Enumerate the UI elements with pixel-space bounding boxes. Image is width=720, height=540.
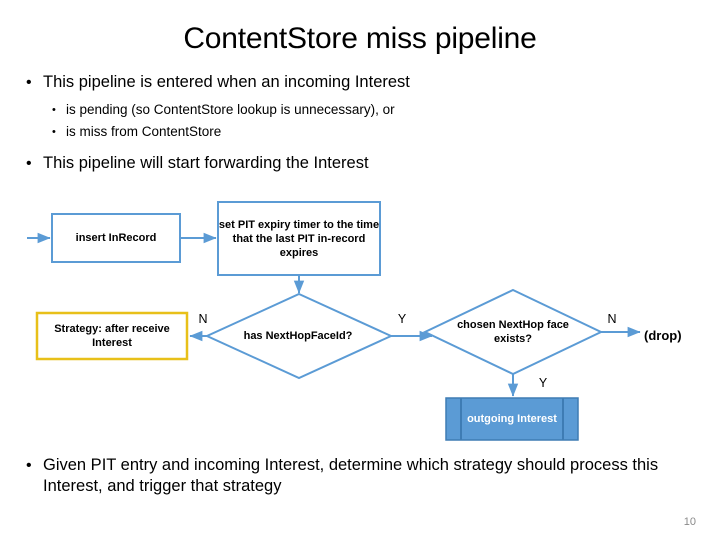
node-label-strategy-after-receive-interest: Strategy: after receive Interest	[54, 323, 170, 349]
edge-label-chosen-nexthop-no: N	[607, 312, 617, 326]
bullet-item-given-pit-entry: • Given PIT entry and incoming Interest,…	[26, 455, 691, 497]
bullet-marker: •	[26, 155, 32, 172]
node-label-set-pit-timer: set PIT expiry timer to the time that th…	[218, 218, 380, 259]
bullet-text: Given PIT entry and incoming Interest, d…	[43, 456, 659, 495]
node-label-has-nexthop-faceid: has NextHopFaceId?	[243, 330, 353, 342]
node-label-outgoing-interest: outgoing Interest	[467, 413, 557, 425]
bullet-item-is-pending: • is pending (so ContentStore lookup is …	[52, 101, 572, 119]
node-label-insert-inrecord: insert InRecord	[75, 232, 157, 244]
node-label-drop: (drop)	[644, 328, 682, 343]
bullet-text: This pipeline will start forwarding the …	[43, 154, 369, 172]
bullet-marker: •	[52, 104, 56, 116]
bullet-marker: •	[26, 74, 32, 91]
bullet-marker: •	[52, 126, 56, 138]
edge-label-chosen-nexthop-yes: Y	[538, 376, 548, 390]
edge-label-has-nexthop-yes: Y	[397, 312, 407, 326]
edge-label-has-nexthop-no: N	[198, 312, 208, 326]
bullet-item-start-forwarding: • This pipeline will start forwarding th…	[26, 153, 586, 174]
bullet-marker: •	[26, 457, 32, 474]
page-title: ContentStore miss pipeline	[183, 22, 537, 55]
bullet-item-is-miss: • is miss from ContentStore	[52, 123, 572, 141]
bullet-item-pipeline-entered: • This pipeline is entered when an incom…	[26, 72, 586, 93]
node-label-chosen-nexthop-face-exists: chosen NextHop face exists?	[457, 319, 569, 345]
bullet-text: This pipeline is entered when an incomin…	[43, 73, 410, 91]
bullet-text: is miss from ContentStore	[66, 124, 222, 139]
bullet-text: is pending (so ContentStore lookup is un…	[66, 102, 395, 117]
page-number: 10	[683, 516, 696, 528]
